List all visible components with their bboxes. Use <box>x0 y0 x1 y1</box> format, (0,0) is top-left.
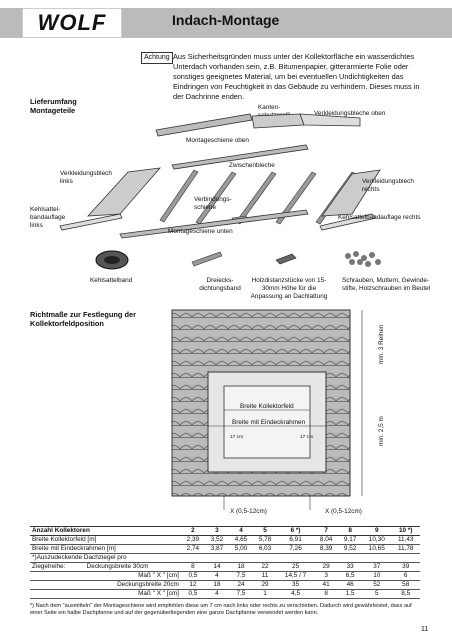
label-breite-eindeckrahmen: Breite mit Eindeckrahmen <box>232 419 306 426</box>
montageschiene-unten-part <box>119 209 309 239</box>
diagram-heading: Richtmaße zur Festlegung der Kollektorfe… <box>30 310 136 328</box>
wolf-logo: WOLF <box>22 8 122 38</box>
roof-diagram <box>171 309 363 510</box>
table-row: *)Auszudeckende Dachziegel pro <box>30 553 420 563</box>
page-title: Indach-Montage <box>172 12 280 28</box>
label-kehlsattelband: Kehlsattelband <box>90 277 133 284</box>
label-holzdistanz: Holzdistanzstücke von 15-30mm Höhe für d… <box>250 277 328 300</box>
kollektorfeld-area <box>223 385 311 459</box>
label-x-right: X (0,5-12cm) <box>325 508 362 515</box>
label-verkleidung-rechts: Verkleidungsblech rechts <box>362 178 414 193</box>
verkleidung-links-part <box>87 167 161 217</box>
label-17cm-right: 17 cm <box>300 435 314 440</box>
parts-illustration <box>59 113 381 270</box>
notice-text: Aus Sicherheitsgründen muss unter der Ko… <box>173 52 420 101</box>
label-schrauben: Schrauben, Muttern, Gewinde-stifte, Holz… <box>342 277 431 292</box>
kantenschutzprofil-part <box>155 113 253 137</box>
collector-table: Anzahl Kollektoren 2 3 4 5 6 *) 7 8 9 10… <box>30 526 420 599</box>
label-17cm-left: 17 cm <box>230 435 244 440</box>
label-verkleidung-oben: Verkleidungsbleche oben <box>314 110 386 117</box>
label-verbindungsschiene: Verbindungs-schiene <box>194 196 232 211</box>
verkleidung-rechts-part <box>321 169 381 217</box>
label-kehlsattel-links: Kehlsattel-bandauflage links <box>30 206 66 229</box>
verkleidung-oben-right <box>299 113 361 127</box>
label-min-25m: min. 2,5 m <box>378 416 385 446</box>
label-breite-kollektorfeld: Breite Kollektorfeld <box>240 403 294 410</box>
parts-heading: Lieferumfang Montageteile <box>30 97 77 115</box>
label-zwischenbleche: Zwischenbleche <box>229 162 275 169</box>
page-number: 11 <box>421 626 429 633</box>
label-montageschiene-unten: Montageschiene unten <box>168 228 233 235</box>
label-kehlsattel-rechts: Kehlsattelbandauflage rechts <box>338 214 421 221</box>
verkleidung-oben-left <box>251 113 305 129</box>
footnote: *) Nach dem "ausmitteln" der Montageschi… <box>30 603 412 616</box>
montageschiene-oben-part <box>171 144 309 170</box>
label-x-left: X (0,5-12cm) <box>230 508 267 515</box>
label-dreiecksdichtungsband: Dreiecks-dichtungsband <box>199 277 241 292</box>
achtung-tag: Achtung <box>141 52 173 64</box>
table-header-row: Anzahl Kollektoren 2 3 4 5 6 *) 7 8 9 10… <box>30 526 420 536</box>
label-montageschiene-oben: Montageschiene oben <box>186 137 249 144</box>
label-min-reihen: min. 3 Reihen <box>378 324 385 364</box>
label-verkleidung-links: Verkleidungsblech links <box>60 170 112 185</box>
